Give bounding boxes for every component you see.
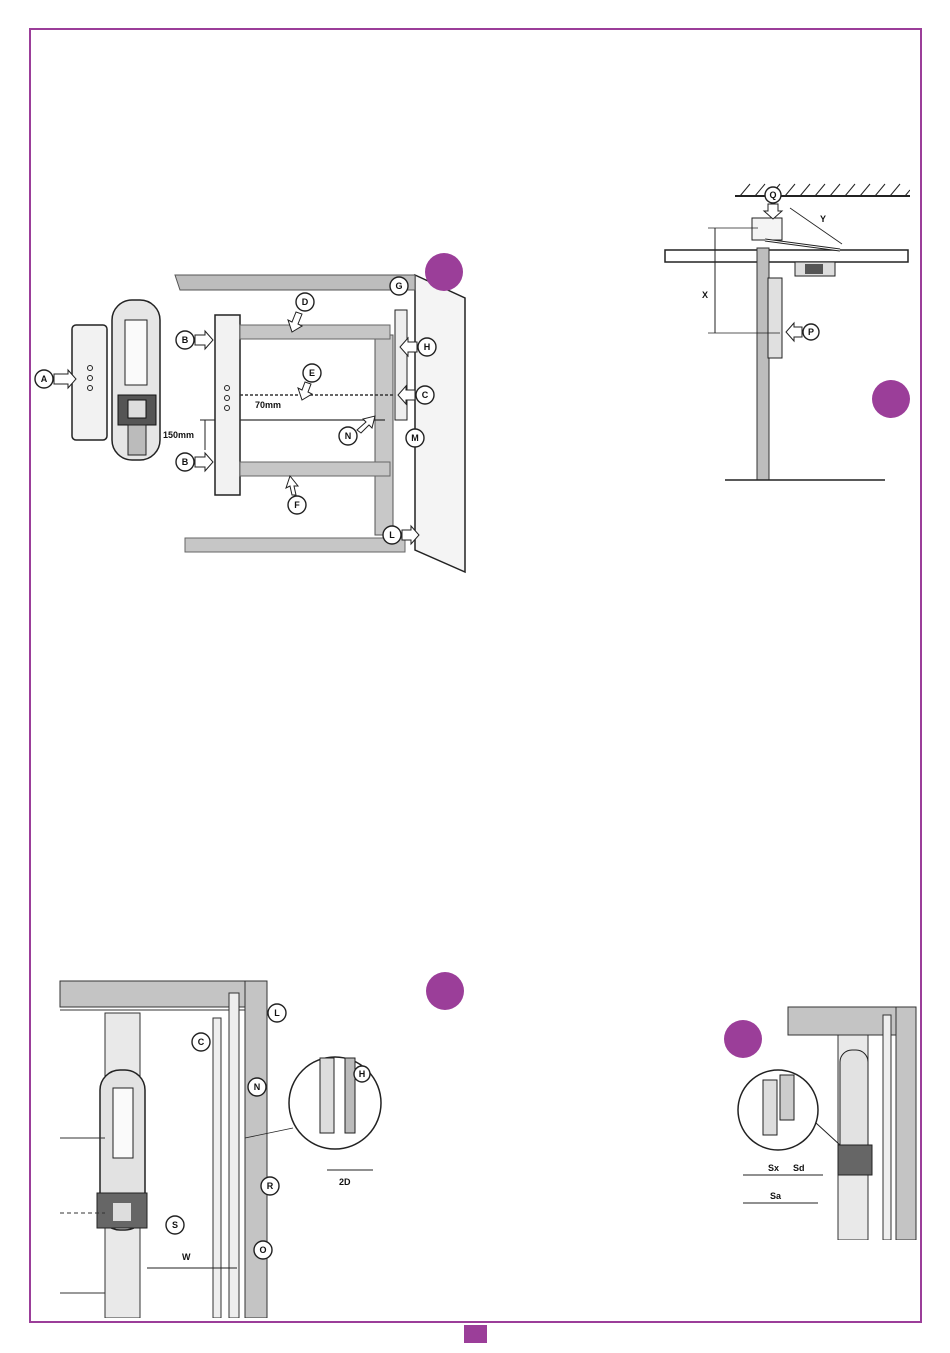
callout-O: O xyxy=(254,1241,272,1259)
callout-C: C xyxy=(192,1033,210,1051)
svg-text:M: M xyxy=(411,433,419,443)
callout-F: F xyxy=(286,476,306,514)
svg-text:C: C xyxy=(422,390,429,400)
svg-text:N: N xyxy=(345,431,352,441)
svg-text:H: H xyxy=(424,342,431,352)
svg-text:A: A xyxy=(41,374,48,384)
callout-R: R xyxy=(261,1177,279,1195)
figure-1-badge xyxy=(425,253,463,291)
dimension-X: X xyxy=(702,290,708,300)
callout-M: M xyxy=(406,429,424,447)
svg-text:E: E xyxy=(309,368,315,378)
page-marker xyxy=(464,1325,487,1343)
dimension-Sx: Sx xyxy=(768,1163,779,1173)
callout-N: N xyxy=(248,1078,266,1096)
svg-text:B: B xyxy=(182,457,189,467)
figure-3-badge xyxy=(426,972,464,1010)
dimension-150mm: 150mm xyxy=(163,430,194,440)
svg-text:B: B xyxy=(182,335,189,345)
figure-2-badge xyxy=(872,380,910,418)
svg-text:G: G xyxy=(395,281,402,291)
dimension-Sa: Sa xyxy=(770,1191,782,1201)
svg-text:S: S xyxy=(172,1220,178,1230)
svg-text:L: L xyxy=(389,530,395,540)
svg-text:P: P xyxy=(808,327,814,337)
svg-text:D: D xyxy=(302,297,309,307)
figure-1-gate-frame: A B D G H E C 70mm 150mm N M xyxy=(30,250,470,580)
callout-B-bottom: B xyxy=(176,453,213,471)
svg-text:R: R xyxy=(267,1181,274,1191)
svg-text:H: H xyxy=(359,1069,366,1079)
callout-P: P xyxy=(786,323,819,341)
callout-L: L xyxy=(268,1004,286,1022)
figure-3-plan-view: W 2D L C N H R S O xyxy=(55,978,390,1318)
figure-4-badge xyxy=(724,1020,762,1058)
dimension-Sd: Sd xyxy=(793,1163,805,1173)
callout-G: G xyxy=(390,277,408,295)
callout-A: A xyxy=(35,370,76,388)
svg-text:Q: Q xyxy=(769,190,776,200)
callout-H: H xyxy=(354,1066,370,1082)
callout-Q: Q xyxy=(764,187,782,219)
dimension-W: W xyxy=(182,1252,191,1262)
dimension-70mm: 70mm xyxy=(255,400,281,410)
callout-B-top: B xyxy=(176,331,213,349)
dimension-2D: 2D xyxy=(339,1177,351,1187)
callout-S: S xyxy=(166,1216,184,1234)
svg-text:C: C xyxy=(198,1037,205,1047)
svg-text:L: L xyxy=(274,1008,280,1018)
svg-text:F: F xyxy=(294,500,300,510)
svg-text:N: N xyxy=(254,1082,261,1092)
figure-2-arm-side-view: X Y Q P xyxy=(660,178,910,488)
dimension-Y: Y xyxy=(820,214,826,224)
svg-text:O: O xyxy=(259,1245,266,1255)
